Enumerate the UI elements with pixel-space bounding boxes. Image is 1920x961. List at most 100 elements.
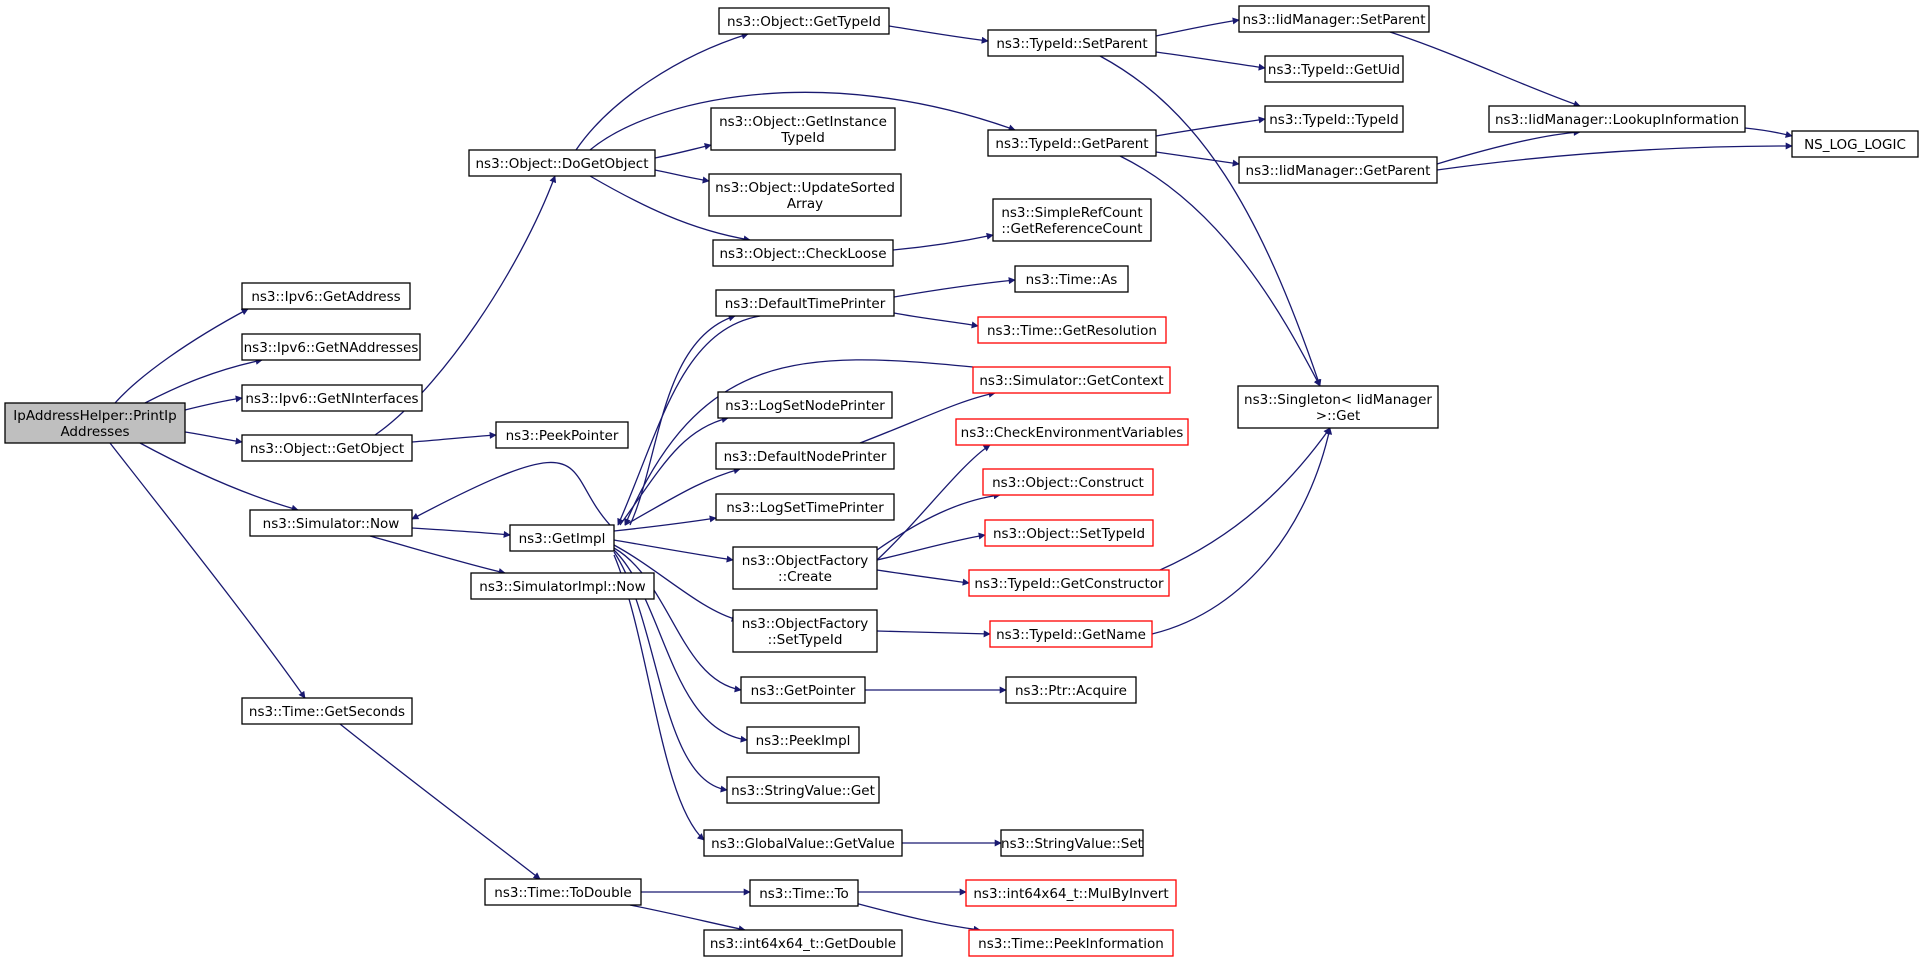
node-peekimpl[interactable]: ns3::PeekImpl (746, 726, 860, 754)
node-label: ns3::CheckEnvironmentVariables (961, 425, 1184, 441)
node-ipv6-getnaddresses[interactable]: ns3::Ipv6::GetNAddresses (241, 333, 421, 361)
edge-defaulttimeprinter-to-time_as (893, 277, 1016, 298)
node-ns-log-logic[interactable]: NS_LOG_LOGIC (1791, 130, 1919, 158)
node-label: ns3::GetPointer (751, 683, 856, 699)
node-getimpl[interactable]: ns3::GetImpl (509, 524, 615, 552)
node-box (715, 289, 895, 317)
node-globalvalue-getvalue[interactable]: ns3::GlobalValue::GetValue (703, 829, 903, 857)
edge-typeid_getparent-to-typeid_typeid (1155, 116, 1266, 137)
node-time-getseconds[interactable]: ns3::Time::GetSeconds (241, 697, 413, 725)
node-objectfactory-create[interactable]: ns3::ObjectFactory::Create (732, 546, 878, 590)
node-typeid-typeid[interactable]: ns3::TypeId::TypeId (1264, 105, 1404, 133)
edge-iidmanager_getparent-to-ns_log_logic (1436, 142, 1793, 171)
edge-getimpl-to-getpointer (613, 547, 742, 693)
edge-root-to-ipv6_getninterfaces (184, 395, 243, 411)
node-box (484, 878, 642, 906)
node-label: >::Get (1316, 408, 1360, 424)
node-label: ns3::Object::GetTypeId (727, 14, 881, 30)
edge-simulator_now-to-simulatorimpl_now (369, 535, 506, 576)
node-iidmanager-getparent[interactable]: ns3::IidManager::GetParent (1238, 156, 1438, 184)
node-stringvalue-set[interactable]: ns3::StringValue::Set (1000, 829, 1144, 857)
node-int64-getdouble[interactable]: ns3::int64x64_t::GetDouble (703, 929, 903, 957)
node-label: ::SetTypeId (768, 632, 843, 648)
node-iidmanager-lookup[interactable]: ns3::IidManager::LookupInformation (1488, 105, 1746, 133)
node-box (710, 107, 896, 151)
node-singleton-get[interactable]: ns3::Singleton< IidManager >::Get (1237, 385, 1439, 429)
node-box (712, 239, 894, 267)
node-simulator-getcontext[interactable]: ns3::Simulator::GetContext (972, 366, 1171, 394)
node-time-to[interactable]: ns3::Time::To (749, 879, 859, 907)
node-label: ns3::Time::To (759, 886, 849, 902)
node-box (468, 149, 656, 177)
node-label: ns3::Object::GetObject (250, 441, 404, 457)
node-box (992, 198, 1152, 242)
node-object-checkloose[interactable]: ns3::Object::CheckLoose (712, 239, 894, 267)
edges-layer (109, 17, 1793, 933)
node-box (987, 129, 1157, 157)
node-time-peekinformation[interactable]: ns3::Time::PeekInformation (968, 929, 1174, 957)
node-label: ns3::Object::DoGetObject (475, 156, 648, 172)
node-typeid-getuid[interactable]: ns3::TypeId::GetUid (1264, 55, 1404, 83)
edge-getimpl-to-defaulttimeprinter (629, 314, 736, 526)
node-label: ns3::StringValue::Set (1001, 836, 1143, 852)
node-ptr-acquire[interactable]: ns3::Ptr::Acquire (1005, 676, 1137, 704)
edge-root-to-time_getseconds (109, 442, 306, 699)
edge-object_gettypeid-to-typeid_setparent (888, 25, 989, 44)
node-label: ns3::Object::UpdateSorted (715, 180, 895, 196)
node-object-gettypeid[interactable]: ns3::Object::GetTypeId (718, 7, 890, 35)
node-object-construct[interactable]: ns3::Object::Construct (982, 468, 1154, 496)
node-defaulttimeprinter[interactable]: ns3::DefaultTimePrinter (715, 289, 895, 317)
node-label: ns3::Object::CheckLoose (719, 246, 886, 262)
node-iidmanager-setparent[interactable]: ns3::IidManager::SetParent (1238, 5, 1430, 33)
node-logsettimeprinter[interactable]: ns3::LogSetTimePrinter (715, 493, 895, 521)
node-box (982, 468, 1154, 496)
node-box (726, 776, 880, 804)
node-simplerefcount[interactable]: ns3::SimpleRefCount::GetReferenceCount (992, 198, 1152, 242)
node-typeid-getconstructor[interactable]: ns3::TypeId::GetConstructor (968, 569, 1170, 597)
node-object-dogetobject[interactable]: ns3::Object::DoGetObject (468, 149, 656, 177)
node-logsetnodeprinter[interactable]: ns3::LogSetNodePrinter (717, 391, 893, 419)
node-label: ns3::int64x64_t::MulByInvert (973, 886, 1168, 902)
edge-object_dogetobject-to-object_checkloose (589, 175, 751, 243)
node-simulator-now[interactable]: ns3::Simulator::Now (249, 509, 413, 537)
node-box (1238, 5, 1430, 33)
node-checkenv[interactable]: ns3::CheckEnvironmentVariables (955, 418, 1189, 446)
edge-root-to-ipv6_getnaddresses (144, 357, 263, 404)
node-time-as[interactable]: ns3::Time::As (1014, 265, 1129, 293)
node-getpointer[interactable]: ns3::GetPointer (740, 676, 866, 704)
node-typeid-setparent[interactable]: ns3::TypeId::SetParent (987, 29, 1157, 57)
node-typeid-getparent[interactable]: ns3::TypeId::GetParent (987, 129, 1157, 157)
node-box (241, 384, 423, 412)
node-peekpointer[interactable]: ns3::PeekPointer (495, 421, 629, 449)
node-label: Array (787, 196, 823, 212)
edge-time_getseconds-to-time_todouble (339, 723, 541, 880)
node-simulatorimpl-now[interactable]: ns3::SimulatorImpl::Now (470, 572, 655, 600)
node-ipv6-getaddress[interactable]: ns3::Ipv6::GetAddress (241, 282, 411, 310)
node-box (972, 366, 1171, 394)
node-object-getobject[interactable]: ns3::Object::GetObject (241, 434, 413, 462)
edge-object_dogetobject-to-object_getinstancetypeid (654, 143, 712, 159)
node-label: ns3::int64x64_t::GetDouble (710, 936, 896, 952)
node-box (715, 493, 895, 521)
edge-time_to-to-time_peekinformation (854, 902, 981, 933)
node-box (241, 697, 413, 725)
node-int64-mulbyinvert[interactable]: ns3::int64x64_t::MulByInvert (965, 879, 1177, 907)
edge-objectfactory_create-to-object_settypeid (876, 532, 986, 561)
node-defaultnodeprinter[interactable]: ns3::DefaultNodePrinter (715, 442, 895, 470)
node-box (740, 676, 866, 704)
node-label: ns3::Object::GetInstance (719, 114, 887, 130)
node-object-settypeid[interactable]: ns3::Object::SetTypeId (984, 519, 1154, 547)
node-stringvalue-get[interactable]: ns3::StringValue::Get (726, 776, 880, 804)
edge-getimpl-to-objectfactory_create (613, 539, 734, 563)
node-objectfactory-settypeid[interactable]: ns3::ObjectFactory::SetTypeId (732, 609, 878, 653)
node-typeid-getname[interactable]: ns3::TypeId::GetName (989, 620, 1153, 648)
node-ipv6-getninterfaces[interactable]: ns3::Ipv6::GetNInterfaces (241, 384, 423, 412)
node-time-getresolution[interactable]: ns3::Time::GetResolution (977, 316, 1167, 344)
edge-getimpl-to-defaultnodeprinter (624, 467, 741, 526)
node-box (1005, 676, 1137, 704)
node-time-todouble[interactable]: ns3::Time::ToDouble (484, 878, 642, 906)
